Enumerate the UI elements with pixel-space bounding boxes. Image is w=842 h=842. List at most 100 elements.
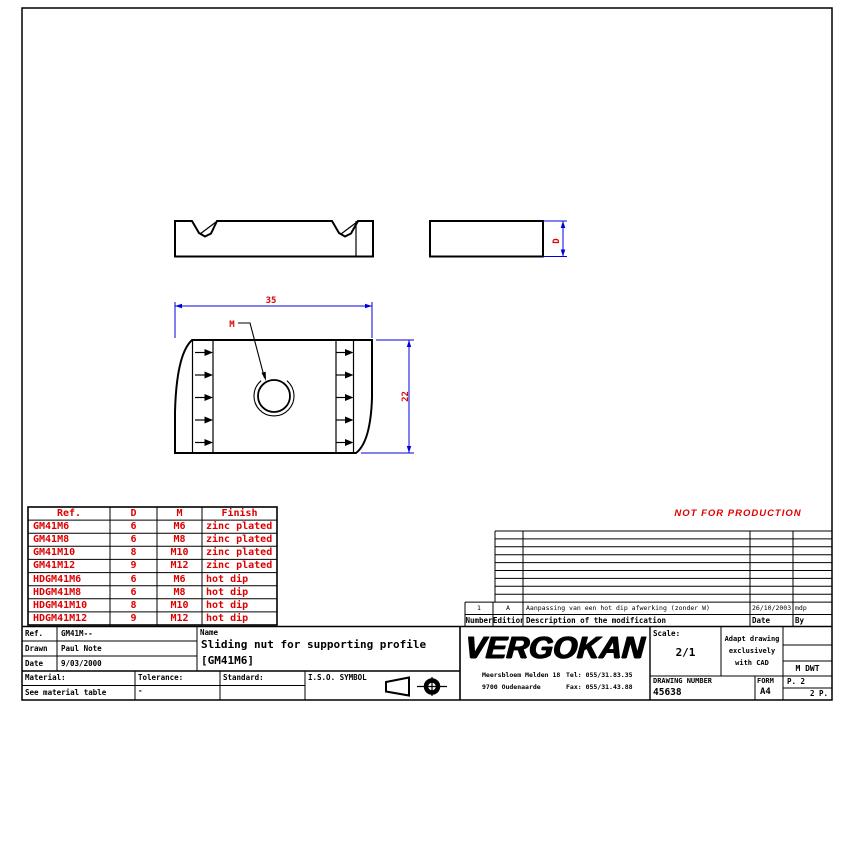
column-header: Finish [221, 508, 258, 519]
table-cell: 8 [130, 599, 137, 611]
table-cell: M6 [173, 521, 186, 533]
table-cell: GM41M8 [33, 534, 70, 546]
table-cell: M8 [173, 586, 186, 598]
company-address-line1: Meersbloem Melden 18 [482, 671, 561, 679]
column-header: Date [752, 616, 771, 625]
end-view: D [429, 220, 567, 258]
table-cell: zinc plated [206, 560, 273, 572]
table-row: HDGM41M6 6 M6 hot dip [28, 573, 277, 586]
revision-table-grid [464, 530, 832, 627]
table-cell: 6 [130, 534, 137, 546]
table-row: GM41M8 6 M8 zinc plated [28, 533, 277, 546]
table-cell: HDGM41M10 [33, 599, 88, 611]
parts-table-header: Ref. D M Finish [28, 507, 277, 520]
drawing-title: Sliding nut for supporting profile [201, 638, 427, 651]
cad-note-line: exclusively [728, 647, 776, 655]
drawn-value: Paul Note [61, 644, 102, 653]
column-header: Edition [493, 616, 523, 625]
column-header: Ref. [56, 508, 82, 519]
table-cell: M10 [170, 547, 189, 559]
table-cell: hot dip [206, 573, 249, 585]
table-cell: HDGM41M12 [33, 612, 88, 624]
table-cell: 6 [130, 521, 137, 533]
sheet-frame [21, 7, 833, 701]
serration-arrows [194, 348, 355, 447]
table-cell: hot dip [206, 599, 249, 611]
scale-value: 2/1 [675, 646, 696, 659]
tolerance-label: Tolerance: [138, 673, 184, 682]
form-label: FORM [757, 677, 774, 685]
table-cell: zinc plated [206, 534, 273, 546]
table-cell: HDGM41M8 [33, 586, 82, 598]
parts-table-grid [27, 506, 278, 626]
drawing-number-value: 45638 [653, 687, 682, 698]
table-cell: 9 [130, 612, 137, 624]
dim-height-label: 22 [401, 391, 411, 402]
table-cell: zinc plated [206, 521, 273, 533]
dimension-height [361, 339, 414, 454]
column-header: D [130, 508, 137, 519]
date-value: 9/03/2000 [61, 659, 102, 668]
serration-strips [191, 340, 355, 453]
cad-note-line: Adapt drawing [724, 635, 780, 643]
table-cell: zinc plated [206, 547, 273, 559]
hole-leader [238, 322, 266, 381]
column-header: By [795, 616, 805, 625]
material-label: Material: [25, 673, 66, 682]
company-fax: Fax: 055/31.43.88 [566, 683, 633, 691]
table-cell: 8 [130, 547, 137, 559]
front-view: M 35 22 [174, 296, 414, 454]
company-address-line2: 9700 Oudenaarde [482, 683, 541, 691]
dim-depth-label: D [552, 238, 562, 244]
cad-note: Adapt drawing exclusively with CAD [721, 633, 783, 669]
table-cell: M6 [173, 573, 186, 585]
revision-header-row: Number Edition Description of the modifi… [465, 614, 832, 627]
hole-label: M [229, 320, 235, 330]
company-logo: VERGOKAN [464, 630, 646, 665]
revision-by: mdp [795, 604, 807, 612]
table-cell: M12 [170, 560, 189, 572]
column-header: Description of the modification [526, 616, 666, 625]
projection-target-icon [417, 677, 447, 696]
file-note: M DWT [795, 664, 820, 673]
table-cell: M8 [173, 534, 186, 546]
table-cell: GM41M12 [33, 560, 76, 572]
dimension-width [174, 302, 373, 338]
pages-indicator: 2 P. [809, 689, 828, 698]
tolerance-value: - [138, 686, 143, 695]
cad-note-line: with CAD [735, 659, 769, 667]
dim-width-label: 35 [266, 296, 277, 306]
form-value: A4 [760, 687, 771, 697]
date-label: Date [25, 659, 44, 668]
page-indicator: P. 2 [787, 677, 806, 686]
company-tel: Tel: 055/31.83.35 [566, 671, 633, 679]
table-cell: 6 [130, 573, 137, 585]
plan-view [174, 220, 374, 258]
drawn-label: Drawn [25, 644, 48, 653]
title-block-grid [22, 625, 832, 700]
revision-edition: A [506, 604, 510, 612]
dimension-depth [543, 220, 567, 257]
revision-number: 1 [477, 604, 481, 612]
table-cell: 9 [130, 560, 137, 572]
watermark: NOT FOR PRODUCTION [674, 508, 802, 519]
revision-date: 26/10/2003 [752, 604, 792, 612]
drawing-number-label: DRAWING NUMBER [653, 677, 713, 685]
ref-value: GM41M-- [61, 629, 93, 638]
iso-symbol-label: I.S.O. SYMBOL [308, 673, 367, 682]
table-cell: GM41M6 [33, 521, 70, 533]
ref-label: Ref. [25, 629, 44, 638]
table-row: GM41M12 9 M12 zinc plated [28, 559, 277, 572]
iso-projection-symbols [385, 676, 447, 697]
column-header: Number [465, 616, 493, 625]
standard-label: Standard: [223, 673, 264, 682]
table-cell: HDGM41M6 [33, 573, 82, 585]
column-header: M [176, 508, 183, 519]
threaded-hole [253, 379, 295, 417]
name-label: Name [200, 628, 219, 637]
revision-entry-row: 1 A Aanpassing van een hot dip afwerking… [465, 602, 832, 614]
